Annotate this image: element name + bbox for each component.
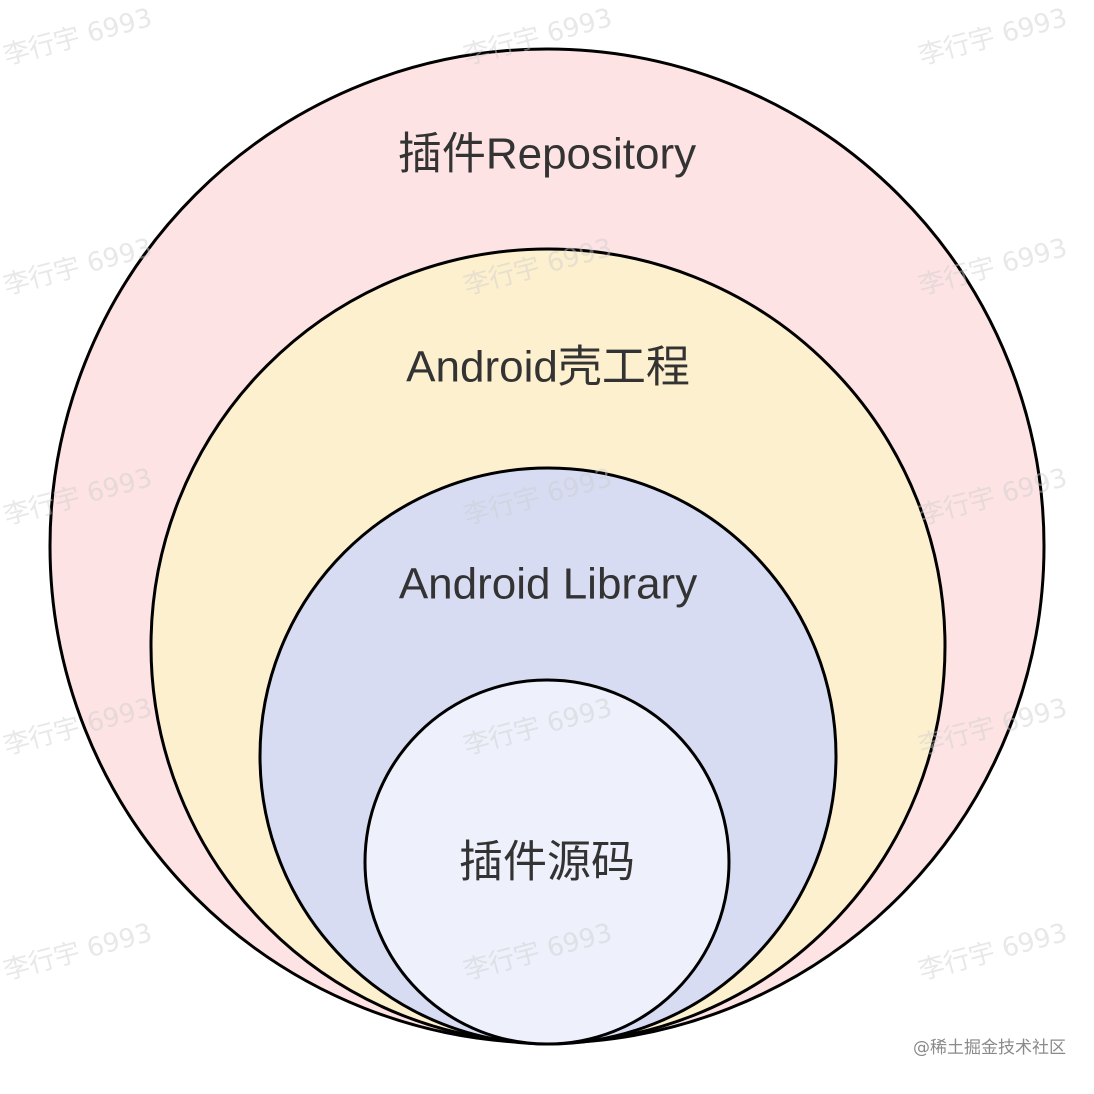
site-credit: @稀土掘金技术社区: [913, 1038, 1066, 1058]
layer-label-android-shell-project: Android壳工程: [406, 343, 690, 392]
circles-group: [48, 47, 1046, 1046]
layer-label-plugin-repository: 插件Repository: [398, 130, 696, 179]
layer-label-plugin-source: 插件源码: [459, 838, 635, 887]
watermark-text: 李行宇 6993: [0, 918, 155, 986]
circle-plugin-source: [363, 678, 731, 1046]
layer-label-android-library: Android Library: [399, 560, 697, 609]
watermark-text: 李行宇 6993: [0, 3, 155, 71]
watermark-text: 李行宇 6993: [915, 3, 1070, 71]
labels-group: 插件Repository Android壳工程 Android Library …: [398, 130, 697, 887]
watermark-text: 李行宇 6993: [915, 918, 1070, 986]
